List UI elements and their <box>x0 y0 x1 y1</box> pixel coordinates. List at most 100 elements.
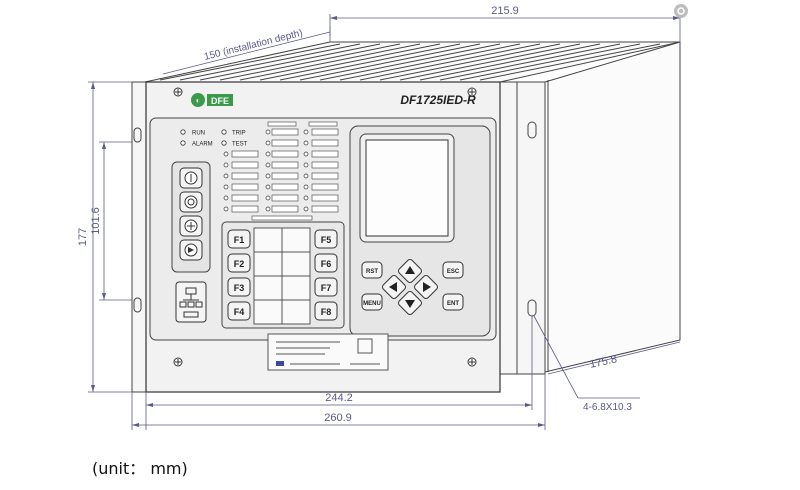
f3-label: F3 <box>234 283 245 293</box>
led-group-header <box>308 121 338 127</box>
led-label-slot <box>271 194 299 202</box>
led-dot <box>303 129 309 135</box>
led-dot <box>265 129 271 135</box>
settings-icon[interactable] <box>674 4 688 18</box>
led-label-slot <box>311 172 339 180</box>
f7-key[interactable]: F7 <box>314 277 338 297</box>
dimension-lines <box>88 14 681 430</box>
ent-button[interactable]: ENT <box>442 293 464 311</box>
led-dot <box>223 151 229 157</box>
rst-button[interactable]: RST <box>361 261 383 279</box>
svg-text:◐: ◐ <box>196 96 201 105</box>
network-port-icon <box>175 281 207 323</box>
led-dot <box>303 184 309 190</box>
dim-side-depth: 175.8 <box>589 353 618 370</box>
led-label-slot <box>231 161 259 169</box>
dim-overall-width: 260.9 <box>324 412 352 424</box>
f5-label: F5 <box>321 235 332 245</box>
left-flange <box>131 81 147 393</box>
led-label-slot <box>271 139 299 147</box>
nameplate <box>267 333 389 371</box>
led-test: TEST <box>232 142 248 148</box>
led-dot <box>303 195 309 201</box>
led-label-slot <box>311 194 339 202</box>
led-group-header <box>267 121 297 127</box>
led-label-slot <box>231 194 259 202</box>
led-dot <box>265 173 271 179</box>
led-label-slot <box>271 128 299 136</box>
led-dot <box>265 206 271 212</box>
left-control-column <box>171 161 211 273</box>
led-label-slot <box>231 150 259 158</box>
led-label-slot <box>271 205 299 213</box>
led-dot <box>223 195 229 201</box>
function-key-area <box>221 221 345 329</box>
led-dot <box>303 162 309 168</box>
led-label-slot <box>311 183 339 191</box>
led-dot <box>265 162 271 168</box>
led-dot <box>303 140 309 146</box>
led-block: RUN TRIP ALARM TEST <box>180 129 248 148</box>
arrow-down-icon <box>405 300 415 308</box>
arrow-up-button[interactable] <box>397 258 422 283</box>
dim-height-mount: 101.6 <box>90 207 102 235</box>
led-label-slot <box>311 128 339 136</box>
led-dot <box>223 162 229 168</box>
ent-label: ENT <box>447 301 459 307</box>
led-alarm: ALARM <box>192 142 213 148</box>
led-label-slot <box>311 205 339 213</box>
led-label-slot <box>271 161 299 169</box>
f8-key[interactable]: F8 <box>314 301 338 321</box>
led-label-slot <box>311 161 339 169</box>
arrow-right-button[interactable] <box>413 274 438 299</box>
led-label-slot <box>311 139 339 147</box>
f8-label: F8 <box>321 307 332 317</box>
dim-height-total: 177 <box>77 228 89 246</box>
menu-button[interactable]: MENU <box>361 293 383 311</box>
f4-label: F4 <box>234 307 245 317</box>
led-dot <box>303 151 309 157</box>
f5-key[interactable]: F5 <box>314 229 338 249</box>
esc-button[interactable]: ESC <box>442 261 464 279</box>
company-logo: ◐ DFE <box>191 93 233 107</box>
f4-key[interactable]: F4 <box>227 301 251 321</box>
logo-text: DFE <box>211 96 229 106</box>
arrow-left-button[interactable] <box>381 274 406 299</box>
led-dot <box>223 184 229 190</box>
led-label-slot <box>271 183 299 191</box>
top-casing <box>144 41 681 83</box>
f1-key[interactable]: F1 <box>227 229 251 249</box>
dim-depth-total: 215.9 <box>491 5 519 17</box>
arrow-down-button[interactable] <box>397 290 422 315</box>
f7-label: F7 <box>321 283 332 293</box>
f3-key[interactable]: F3 <box>227 277 251 297</box>
led-label-slot <box>231 183 259 191</box>
led-grid <box>223 121 339 221</box>
f6-label: F6 <box>321 259 332 269</box>
f1-label: F1 <box>234 235 245 245</box>
unit-note: (unit： mm) <box>92 459 188 478</box>
led-dot <box>303 206 309 212</box>
led-dot <box>303 173 309 179</box>
led-label-slot <box>271 172 299 180</box>
led-label-slot <box>271 150 299 158</box>
f2-label: F2 <box>234 259 245 269</box>
led-dot <box>265 151 271 157</box>
led-dot <box>265 195 271 201</box>
dim-mount-holes: 4-6.8X10.3 <box>583 402 632 413</box>
led-trip: TRIP <box>232 131 246 137</box>
dimension-arrows <box>91 16 680 427</box>
led-label-slot <box>231 205 259 213</box>
rst-label: RST <box>366 269 378 275</box>
led-dot <box>265 140 271 146</box>
led-divider <box>251 215 313 221</box>
f6-key[interactable]: F6 <box>314 253 338 273</box>
model-label: DF1725IED-R <box>400 93 476 107</box>
led-label-slot <box>231 172 259 180</box>
right-bracket <box>499 81 546 375</box>
led-dot <box>223 173 229 179</box>
led-label-slot <box>311 150 339 158</box>
led-dot <box>265 184 271 190</box>
f2-key[interactable]: F2 <box>227 253 251 273</box>
